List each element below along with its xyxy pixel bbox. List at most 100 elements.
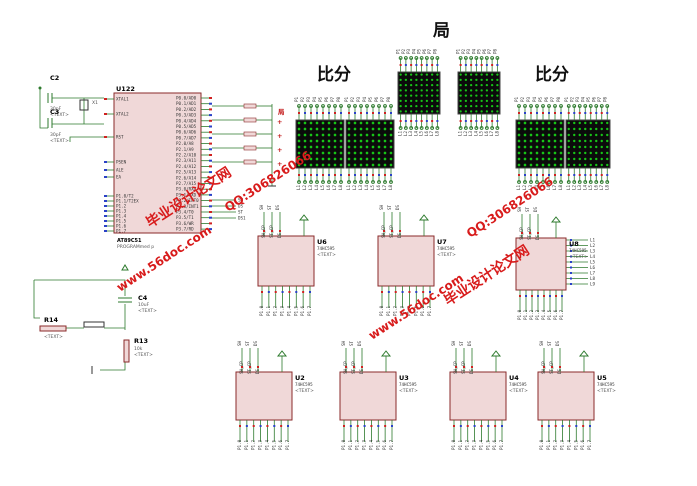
crystal-x1[interactable]: X1 <box>79 99 98 111</box>
pin-terminal <box>309 104 313 108</box>
resistor-r14[interactable]: R14 <TEXT> <box>39 316 67 340</box>
pin-marker <box>252 425 255 427</box>
matrix-pin-label: L1 <box>566 184 571 190</box>
chip-net-label: L5 <box>590 260 596 265</box>
pin-terminal <box>523 104 527 108</box>
chip-pin-label: DS <box>469 368 474 374</box>
matrix-pin-label: L2 <box>403 130 408 136</box>
pin-marker <box>209 142 212 145</box>
mcu-pin-label: P2.6/A14 <box>176 175 197 180</box>
pin-marker <box>209 222 212 225</box>
pin-terminal <box>371 104 375 108</box>
led-dot <box>541 133 545 137</box>
led-dot <box>595 127 598 131</box>
pin-marker <box>567 112 570 114</box>
pin-marker <box>475 64 478 66</box>
button-plus-4[interactable]: + <box>277 160 282 168</box>
led-dot <box>535 157 539 161</box>
pin-marker <box>353 366 355 368</box>
led-dot <box>485 104 489 108</box>
led-dot <box>480 94 483 97</box>
pin-marker <box>304 174 306 176</box>
capacitor-c4[interactable]: C4 10uF <TEXT> <box>118 294 157 314</box>
chip-net-label: DS <box>467 340 472 346</box>
led-dot <box>415 89 418 92</box>
chip-body <box>257 235 315 287</box>
chip-net-label: L3 <box>590 249 596 254</box>
reset-button[interactable] <box>83 321 105 328</box>
chip-text: <TEXT> <box>399 388 418 394</box>
pin-marker <box>485 120 488 122</box>
pin-marker <box>568 425 571 427</box>
matrix-pin-label: P7 <box>380 96 385 102</box>
chip-net-label: P1.5 <box>293 305 298 316</box>
led-dot <box>541 163 545 167</box>
matrix-pin-label: L6 <box>326 184 331 190</box>
pin-terminal <box>566 180 571 184</box>
button-game-label[interactable]: 局 <box>278 107 285 116</box>
pin-marker <box>384 174 386 176</box>
chip-net-label: P1.3 <box>560 439 565 450</box>
button-plus-2[interactable]: + <box>277 132 282 140</box>
led-dot <box>469 78 473 82</box>
matrix-pin-label: L2 <box>463 130 468 136</box>
pin-marker <box>404 120 407 122</box>
led-dot <box>464 99 468 103</box>
led-dot <box>353 163 357 167</box>
chip-net-label: L8 <box>590 276 596 281</box>
pin-marker <box>104 230 107 232</box>
wire <box>34 279 126 296</box>
pin-marker <box>431 120 434 122</box>
pin-terminal <box>424 126 429 130</box>
led-dot <box>517 163 521 167</box>
capacitor-c2[interactable]: C2 30pF <TEXT> <box>47 74 69 118</box>
pin-marker <box>274 291 277 293</box>
led-dot <box>480 83 483 87</box>
led-dot <box>436 83 439 87</box>
led-dot <box>584 157 587 161</box>
led-dot <box>365 133 369 137</box>
mcu-chip[interactable]: U122 AT89C51 PROGRAMmed p XTAL1XTAL2RSTP… <box>104 85 212 250</box>
button-plus-1[interactable]: + <box>277 118 282 126</box>
chip-part: 74HC595 <box>437 246 455 251</box>
led-dot <box>359 163 363 167</box>
led-dot <box>490 89 494 92</box>
led-dot <box>359 157 363 161</box>
led-dot <box>315 121 319 125</box>
matrix-pin-label: L6 <box>546 184 551 190</box>
pin-marker <box>480 425 483 427</box>
pin-marker <box>310 174 312 176</box>
chip-net-label: P1.3 <box>472 439 477 450</box>
led-dot <box>297 127 301 131</box>
chip-pin-label: ST_CP <box>461 361 466 374</box>
led-dot <box>365 157 369 161</box>
button-plus-3[interactable]: + <box>277 146 282 154</box>
pin-marker <box>549 295 551 297</box>
led-dot <box>595 151 598 155</box>
wires-layer <box>33 86 588 371</box>
led-dot <box>297 151 301 155</box>
r14-ref: R14 <box>44 316 59 324</box>
pin-terminal <box>347 104 351 108</box>
resistor-r13[interactable]: R13 10k <TEXT> <box>123 337 153 363</box>
led-dot <box>523 127 527 131</box>
matrix-pin-label: P3 <box>306 96 311 102</box>
chip-net-label: P1.3 <box>258 439 263 450</box>
matrix-body <box>397 71 441 115</box>
c3-text: <TEXT> <box>50 138 69 144</box>
led-dot <box>359 133 363 137</box>
matrix-pin-label: L5 <box>370 184 375 190</box>
pin-marker <box>295 291 298 293</box>
pin-marker <box>239 425 241 427</box>
r13-ref: R13 <box>134 337 148 345</box>
mcu-pin-label: P1.2 <box>116 204 127 209</box>
capacitor-c3[interactable]: C3 30pF <TEXT> <box>47 108 69 144</box>
led-dot <box>339 151 343 155</box>
